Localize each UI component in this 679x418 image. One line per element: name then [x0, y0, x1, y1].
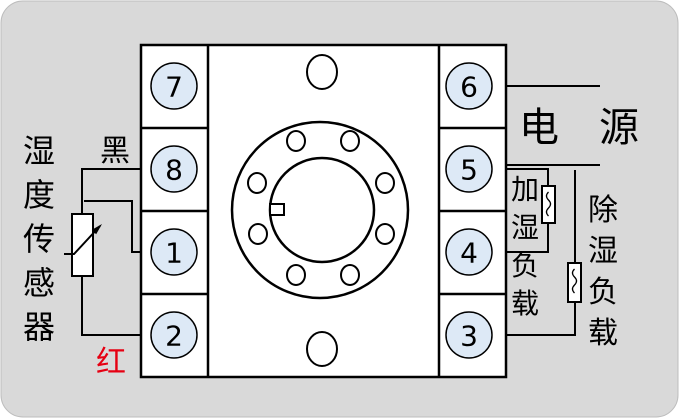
svg-text:湿: 湿	[511, 211, 539, 244]
svg-text:传: 传	[23, 220, 55, 258]
power-label: 电 源	[519, 105, 639, 151]
terminal-4-label: 4	[460, 237, 478, 270]
terminal-5: 5	[445, 145, 493, 193]
svg-text:负: 负	[511, 249, 539, 282]
terminal-2: 2	[150, 311, 198, 359]
terminal-6-circle	[445, 62, 493, 110]
black-wire-label: 黑	[100, 134, 130, 169]
terminal-4: 4	[445, 228, 493, 276]
svg-text:器: 器	[23, 308, 55, 346]
red-wire-label: 红	[96, 345, 126, 380]
terminal-6: 6	[445, 62, 493, 110]
terminal-8: 8	[150, 145, 198, 193]
mounting-hole-top	[306, 54, 338, 90]
terminal-4-circle	[445, 228, 493, 276]
terminal-5-label: 5	[460, 154, 478, 187]
humidify-load-label: 加 湿 负 载	[511, 173, 539, 320]
terminal-5-circle	[445, 145, 493, 193]
humidity-sensor-label: 湿 度 传 感 器	[23, 132, 55, 346]
svg-text:加: 加	[511, 173, 539, 206]
terminal-separators	[141, 126, 506, 296]
terminal-7: 7	[150, 62, 198, 110]
humidify-load-fuse	[541, 185, 556, 224]
svg-text:载: 载	[511, 287, 539, 320]
terminal-7-label: 7	[165, 71, 183, 104]
terminal-8-circle	[150, 145, 198, 193]
pin-holes	[247, 130, 395, 286]
terminal-2-circle	[150, 311, 198, 359]
svg-text:载: 载	[588, 316, 618, 351]
terminal-1-circle	[150, 228, 198, 276]
terminal-2-label: 2	[165, 320, 183, 353]
mounting-hole-bottom	[306, 331, 338, 367]
svg-text:负: 负	[588, 275, 618, 310]
terminal-3: 3	[445, 311, 493, 359]
dehumidify-load-fuse	[567, 262, 582, 303]
terminal-1: 1	[150, 228, 198, 276]
terminal-7-circle	[150, 62, 198, 110]
svg-text:湿: 湿	[588, 234, 618, 269]
terminal-1-label: 1	[165, 237, 183, 270]
humidity-sensor-resistor	[64, 213, 103, 277]
terminal-6-label: 6	[460, 71, 478, 104]
terminal-3-circle	[445, 311, 493, 359]
terminal-8-label: 8	[165, 154, 183, 187]
svg-text:湿: 湿	[23, 132, 55, 170]
svg-text:感: 感	[23, 264, 55, 302]
terminal-3-label: 3	[460, 320, 478, 353]
svg-text:除: 除	[588, 193, 618, 228]
load-wiring	[506, 85, 600, 336]
socket-key-notch	[269, 203, 285, 216]
svg-text:度: 度	[23, 176, 55, 214]
dehumidify-load-label: 除 湿 负 载	[588, 193, 618, 351]
pin-ring-inner	[268, 156, 376, 264]
